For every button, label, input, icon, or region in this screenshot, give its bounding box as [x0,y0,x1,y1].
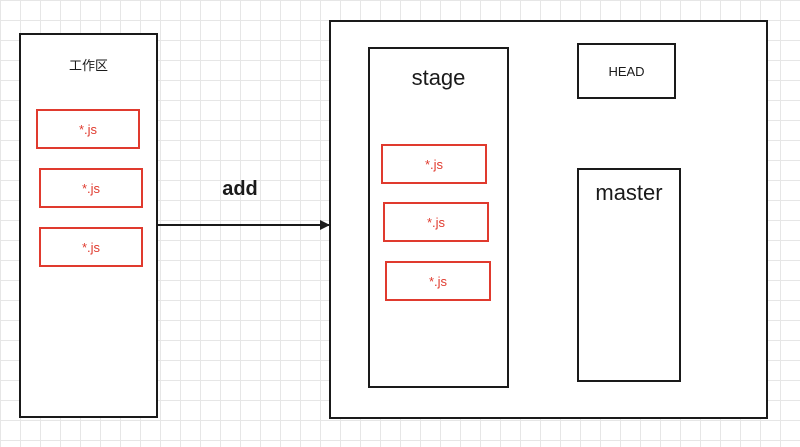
stage-title: stage [411,65,466,90]
workspace-box: 工作区 [19,33,158,418]
head-box: HEAD [577,43,676,99]
master-label: master [595,180,663,205]
stage-file-2: *.js [383,202,489,242]
workspace-file-3: *.js [39,227,143,267]
master-box: master [577,168,681,382]
stage-file-1: *.js [381,144,487,184]
workspace-file-2: *.js [39,168,143,208]
head-label: HEAD [608,63,645,79]
workspace-title: 工作区 [68,58,108,73]
add-label: add [222,178,258,200]
stage-file-3: *.js [385,261,491,301]
workspace-file-1: *.js [36,109,140,149]
